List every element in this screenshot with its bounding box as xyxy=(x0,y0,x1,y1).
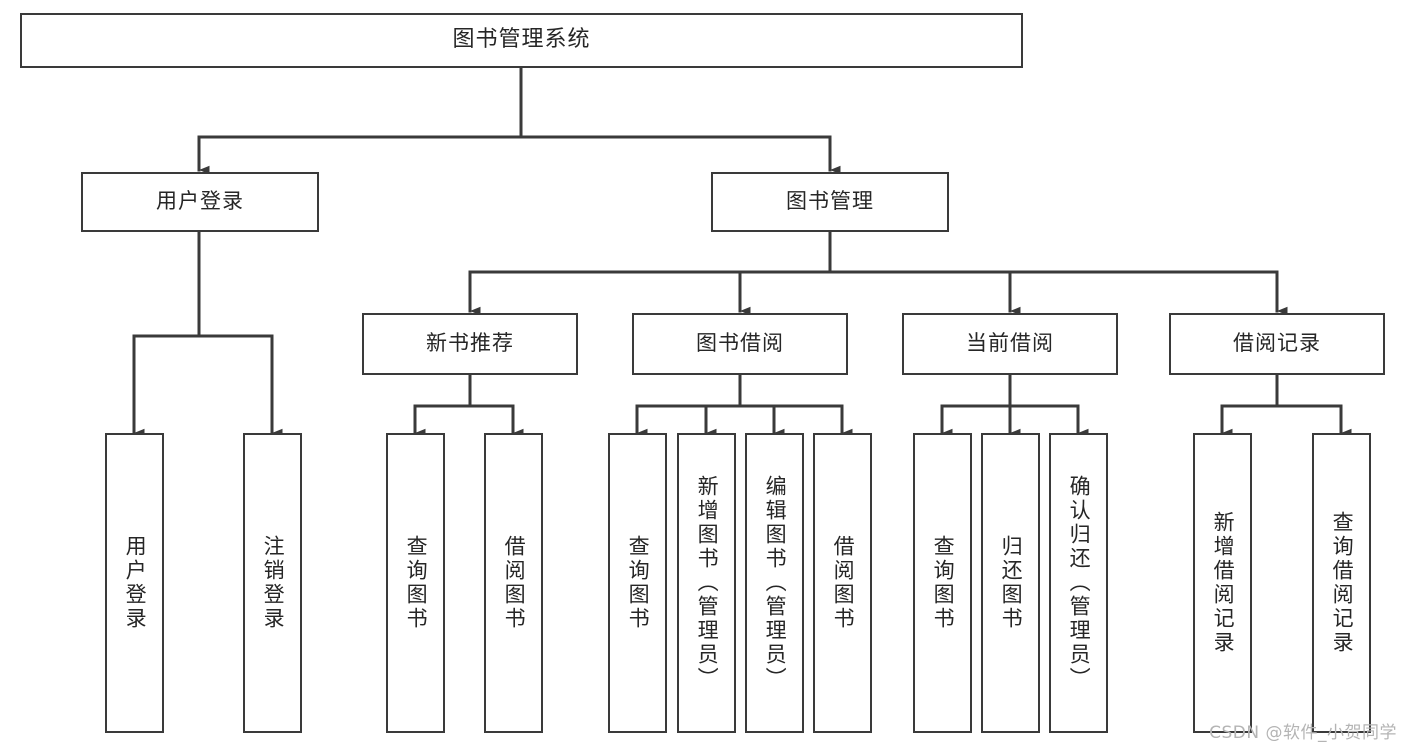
leaf-newbook-query-book[interactable]: 查询图书 xyxy=(386,433,445,733)
leaf-borrowrecord-query-record[interactable]: 查询借阅记录 xyxy=(1312,433,1371,733)
node-root-system[interactable]: 图书管理系统 xyxy=(20,13,1023,68)
leaf-bookborrow-query-book[interactable]: 查询图书 xyxy=(608,433,667,733)
leaf-bookborrow-edit-book-label: 编辑图书（管理员） xyxy=(763,475,788,691)
node-user-login-label: 用户登录 xyxy=(156,189,244,214)
node-book-borrow[interactable]: 图书借阅 xyxy=(632,313,848,375)
leaf-borrowrecord-add-record-label: 新增借阅记录 xyxy=(1211,511,1236,655)
node-root-label: 图书管理系统 xyxy=(452,27,591,53)
node-book-management[interactable]: 图书管理 xyxy=(711,172,949,232)
leaf-bookborrow-borrow-book[interactable]: 借阅图书 xyxy=(813,433,872,733)
leaf-logout[interactable]: 注销登录 xyxy=(243,433,302,733)
leaf-borrowrecord-query-record-label: 查询借阅记录 xyxy=(1330,511,1355,655)
leaf-newbook-borrow-book[interactable]: 借阅图书 xyxy=(484,433,543,733)
node-user-login[interactable]: 用户登录 xyxy=(81,172,319,232)
node-current-borrow[interactable]: 当前借阅 xyxy=(902,313,1118,375)
leaf-newbook-borrow-book-label: 借阅图书 xyxy=(502,535,527,631)
leaf-currentborrow-return-book-label: 归还图书 xyxy=(999,535,1024,631)
leaf-bookborrow-edit-book[interactable]: 编辑图书（管理员） xyxy=(745,433,804,733)
node-new-book-recommend-label: 新书推荐 xyxy=(426,331,514,356)
leaf-newbook-query-book-label: 查询图书 xyxy=(404,535,429,631)
node-book-management-label: 图书管理 xyxy=(786,189,874,214)
node-new-book-recommend[interactable]: 新书推荐 xyxy=(362,313,578,375)
node-book-borrow-label: 图书借阅 xyxy=(696,331,784,356)
leaf-bookborrow-query-book-label: 查询图书 xyxy=(626,535,651,631)
leaf-currentborrow-query-book-label: 查询图书 xyxy=(931,535,956,631)
leaf-bookborrow-borrow-book-label: 借阅图书 xyxy=(831,535,856,631)
leaf-logout-label: 注销登录 xyxy=(261,535,286,631)
node-borrow-record-label: 借阅记录 xyxy=(1233,331,1321,356)
leaf-user-login-label: 用户登录 xyxy=(123,535,148,631)
leaf-bookborrow-add-book-label: 新增图书（管理员） xyxy=(695,475,720,691)
node-current-borrow-label: 当前借阅 xyxy=(966,331,1054,356)
leaf-borrowrecord-add-record[interactable]: 新增借阅记录 xyxy=(1193,433,1252,733)
leaf-currentborrow-confirm-return-label: 确认归还（管理员） xyxy=(1067,475,1092,691)
leaf-currentborrow-return-book[interactable]: 归还图书 xyxy=(981,433,1040,733)
node-borrow-record[interactable]: 借阅记录 xyxy=(1169,313,1385,375)
leaf-user-login[interactable]: 用户登录 xyxy=(105,433,164,733)
leaf-bookborrow-add-book[interactable]: 新增图书（管理员） xyxy=(677,433,736,733)
leaf-currentborrow-confirm-return[interactable]: 确认归还（管理员） xyxy=(1049,433,1108,733)
leaf-currentborrow-query-book[interactable]: 查询图书 xyxy=(913,433,972,733)
